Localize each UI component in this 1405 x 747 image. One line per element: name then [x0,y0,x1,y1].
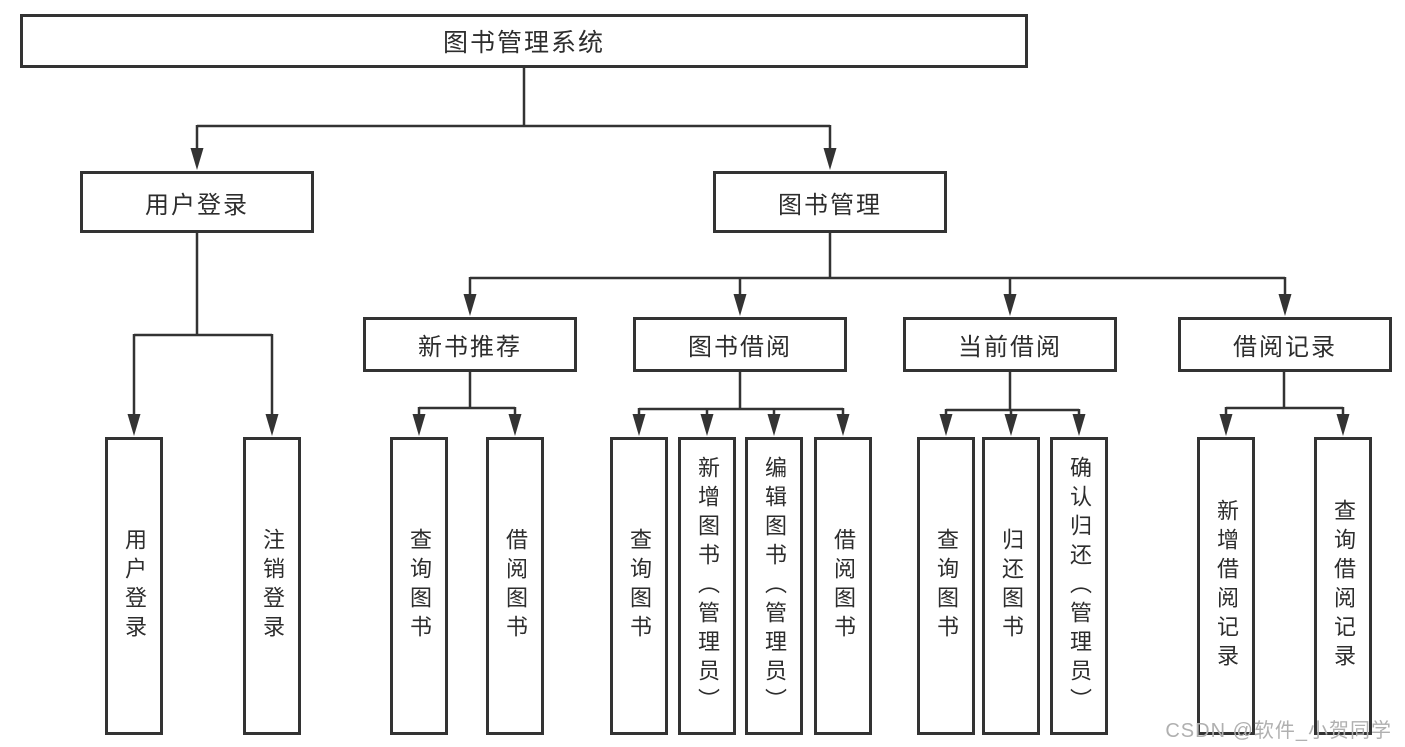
node-label: 用户登录 [145,191,249,219]
leaf-return-books: 归还图书 [982,437,1040,735]
node-label: 图书管理系统 [442,29,605,57]
leaf-query-books-current: 查询图书 [917,437,975,735]
node-label: 确认归还（管理员） [1067,455,1092,717]
arrowhead [632,414,646,436]
arrowhead [939,414,953,436]
arrowhead [508,414,522,436]
leaf-query-borrow-record: 查询借阅记录 [1314,437,1372,735]
arrowhead [412,414,426,436]
arrowhead [1278,294,1292,316]
arrowhead [1004,414,1018,436]
leaf-edit-books-admin: 编辑图书（管理员） [745,437,803,735]
node-label: 图书借阅 [688,334,792,361]
node-label: 借阅记录 [1233,334,1337,361]
node-label: 新增图书（管理员） [695,455,720,717]
node-label: 当前借阅 [958,334,1062,361]
arrowhead [1336,414,1350,436]
leaf-query-books-recommend: 查询图书 [390,437,448,735]
node-label: 查询图书 [627,528,652,644]
arrowhead [1219,414,1233,436]
csdn-watermark: CSDN @软件_小贺同学 [1165,720,1392,742]
node-label: 用户登录 [122,528,147,644]
arrowheads [127,148,1350,436]
node-label: 查询图书 [407,528,432,644]
node-book-management: 图书管理 [713,171,947,233]
node-label: 查询借阅记录 [1331,499,1356,673]
arrowhead [463,294,477,316]
arrowhead [1003,294,1017,316]
arrowhead [767,414,781,436]
node-current-borrow: 当前借阅 [903,317,1117,372]
arrowhead [265,414,279,436]
leaf-confirm-return-admin: 确认归还（管理员） [1050,437,1108,735]
arrowhead [733,294,747,316]
node-root-library-system: 图书管理系统 [20,14,1028,68]
arrowhead [823,148,837,170]
leaf-logout: 注销登录 [243,437,301,735]
node-new-book-recommend: 新书推荐 [363,317,577,372]
node-label: 查询图书 [934,528,959,644]
arrowhead [190,148,204,170]
arrowhead [836,414,850,436]
leaf-borrow-books: 借阅图书 [814,437,872,735]
connector-strokes [132,68,1345,426]
arrowhead [1072,414,1086,436]
arrowhead [700,414,714,436]
leaf-add-borrow-record: 新增借阅记录 [1197,437,1255,735]
node-label: 新书推荐 [418,334,522,361]
node-borrow-records: 借阅记录 [1178,317,1392,372]
node-label: 归还图书 [999,528,1024,644]
leaf-user-login: 用户登录 [105,437,163,735]
node-label: 图书管理 [778,191,882,219]
node-user-login: 用户登录 [80,171,314,233]
node-label: 借阅图书 [831,528,856,644]
leaf-add-books-admin: 新增图书（管理员） [678,437,736,735]
node-label: 注销登录 [260,528,285,644]
node-label: 借阅图书 [503,528,528,644]
node-label: 编辑图书（管理员） [762,455,787,717]
node-book-borrow: 图书借阅 [633,317,847,372]
leaf-borrow-books-recommend: 借阅图书 [486,437,544,735]
arrowhead [127,414,141,436]
node-label: 新增借阅记录 [1214,499,1239,673]
leaf-query-books-borrow: 查询图书 [610,437,668,735]
